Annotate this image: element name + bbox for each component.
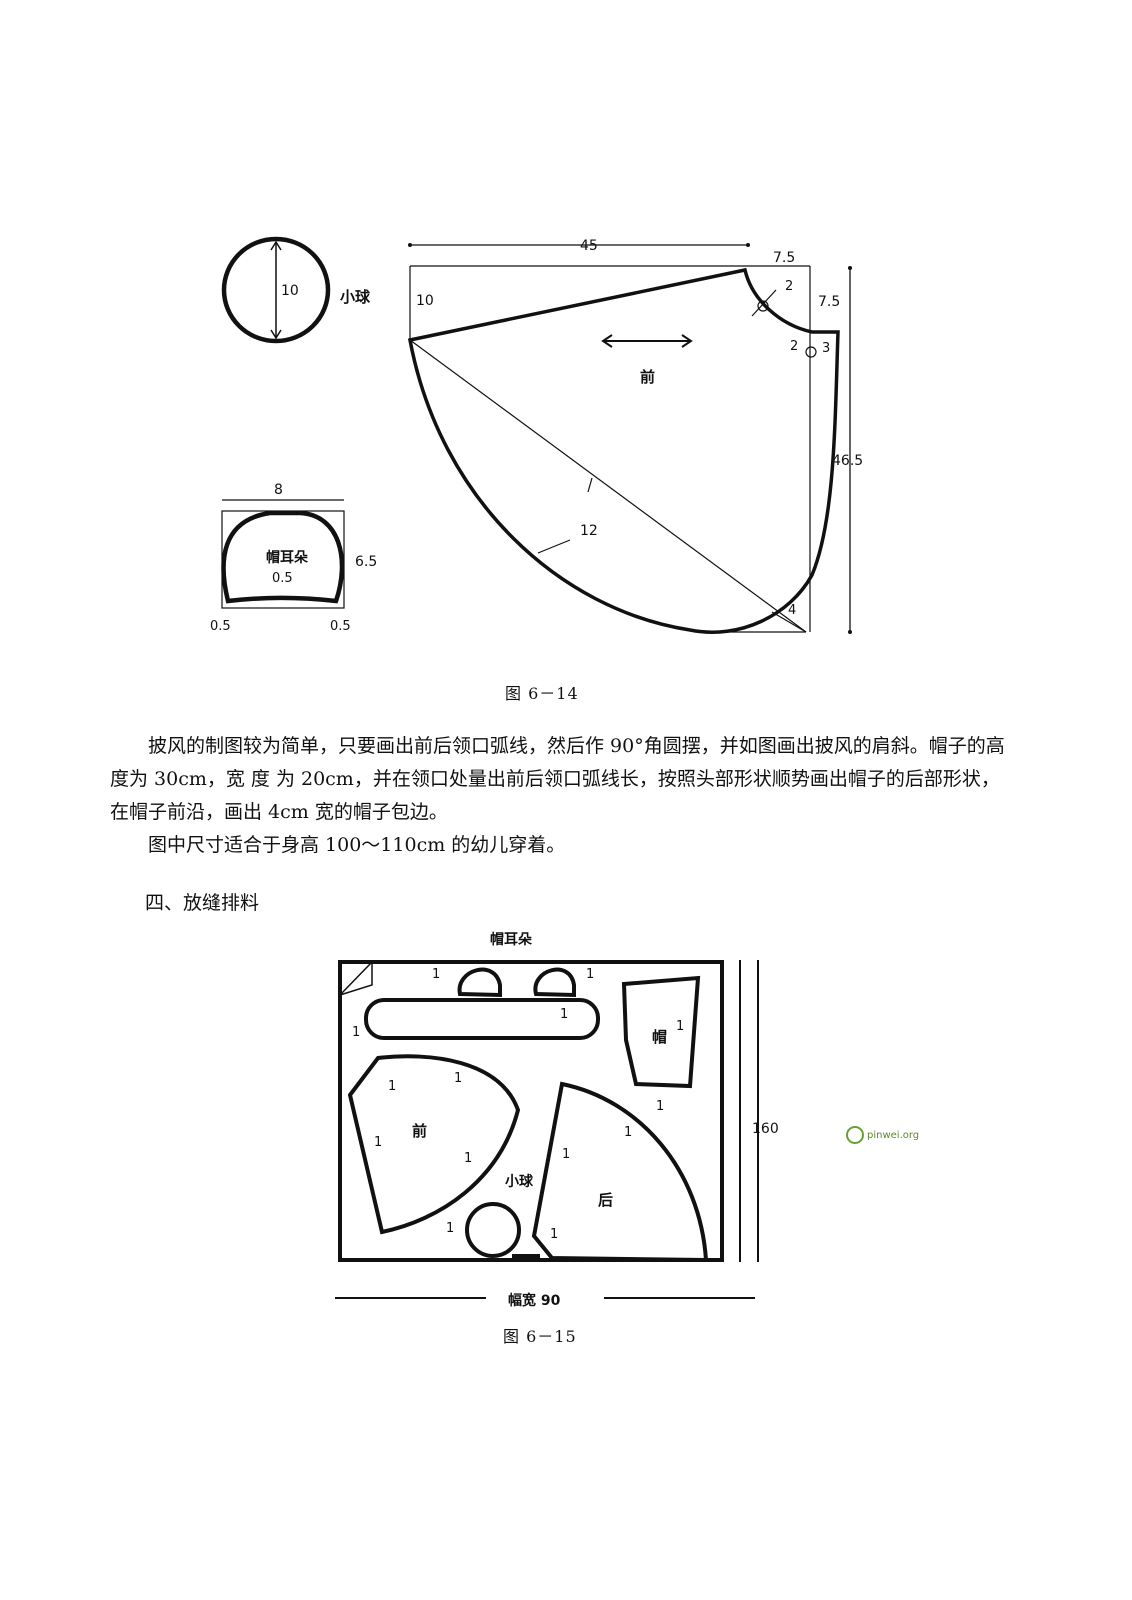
dim-10: 10: [416, 293, 434, 309]
layout-ear-label: 帽耳朵: [490, 931, 533, 948]
layout-ball-label: 小球: [505, 1173, 534, 1190]
figure-6-14-caption: 图 6－14: [505, 684, 579, 703]
body-text: 披风的制图较为简单，只要画出前后领口弧线，然后作 90°角圆摆，并如图画出披风的…: [110, 730, 1010, 862]
dim-12: 12: [580, 523, 598, 539]
layout-width-label: 幅宽 90: [508, 1292, 561, 1309]
ball-diameter-label: 10: [281, 283, 299, 299]
layout-front-label: 前: [412, 1122, 427, 1140]
dim-46-5: 46.5: [832, 453, 863, 469]
dim-2-side: 2: [790, 339, 798, 354]
layout-hat-label: 帽: [652, 1028, 667, 1046]
watermark-text: pinwei.org: [867, 1129, 920, 1141]
layout-height-label: 160: [752, 1121, 779, 1137]
seam-8: 1: [374, 1135, 382, 1150]
front-label: 前: [640, 368, 655, 386]
seam-13: 1: [624, 1125, 632, 1140]
ear-width-label: 8: [274, 482, 283, 498]
dim-7-5-side: 7.5: [818, 294, 840, 310]
seam-3: 1: [352, 1025, 360, 1040]
paragraph-2: 图中尺寸适合于身高 100～110cm 的幼儿穿着。: [148, 834, 566, 856]
cape-front-pattern: [407, 267, 840, 634]
ear-right-offset: 0.5: [330, 619, 351, 634]
paragraph-1: 披风的制图较为简单，只要画出前后领口弧线，然后作 90°角圆摆，并如图画出披风的…: [110, 735, 1005, 823]
ball-pattern: [221, 236, 331, 344]
seam-4: 1: [560, 1007, 568, 1022]
seam-1: 1: [432, 967, 440, 982]
section-heading: 四、放缝排料: [145, 892, 260, 914]
dim-4: 4: [788, 603, 796, 618]
ball-label: 小球: [340, 288, 371, 306]
ear-label: 帽耳朵: [266, 549, 309, 566]
seam-9: 1: [464, 1151, 472, 1166]
ear-center-offset: 0.5: [272, 571, 293, 586]
ear-height-label: 6.5: [355, 554, 377, 570]
ear-left-offset: 0.5: [210, 619, 231, 634]
fabric-border: [338, 960, 724, 1262]
seam-10: 1: [446, 1221, 454, 1236]
seam-14: 1: [656, 1099, 664, 1114]
layout-back-label: 后: [598, 1191, 613, 1209]
watermark-logo-icon: [846, 1126, 864, 1144]
dim-7-5-top: 7.5: [773, 250, 795, 266]
dim-3: 3: [822, 341, 830, 356]
seam-6: 1: [388, 1079, 396, 1094]
seam-11: 1: [562, 1147, 570, 1162]
seam-12: 1: [550, 1227, 558, 1242]
figure-6-15-caption: 图 6－15: [503, 1327, 577, 1346]
seam-2: 1: [586, 967, 594, 982]
seam-5: 1: [676, 1019, 684, 1034]
ear-pattern: [221, 510, 345, 604]
seam-7: 1: [454, 1071, 462, 1086]
dim-45: 45: [580, 238, 598, 254]
watermark: pinwei.org: [846, 1126, 919, 1144]
figure-6-15: 帽耳朵 帽 前 后 小球 1 1 1 1 1 1 1 1 1 1 1 1 1 1…: [335, 931, 779, 1309]
dim-2-top: 2: [785, 279, 793, 294]
